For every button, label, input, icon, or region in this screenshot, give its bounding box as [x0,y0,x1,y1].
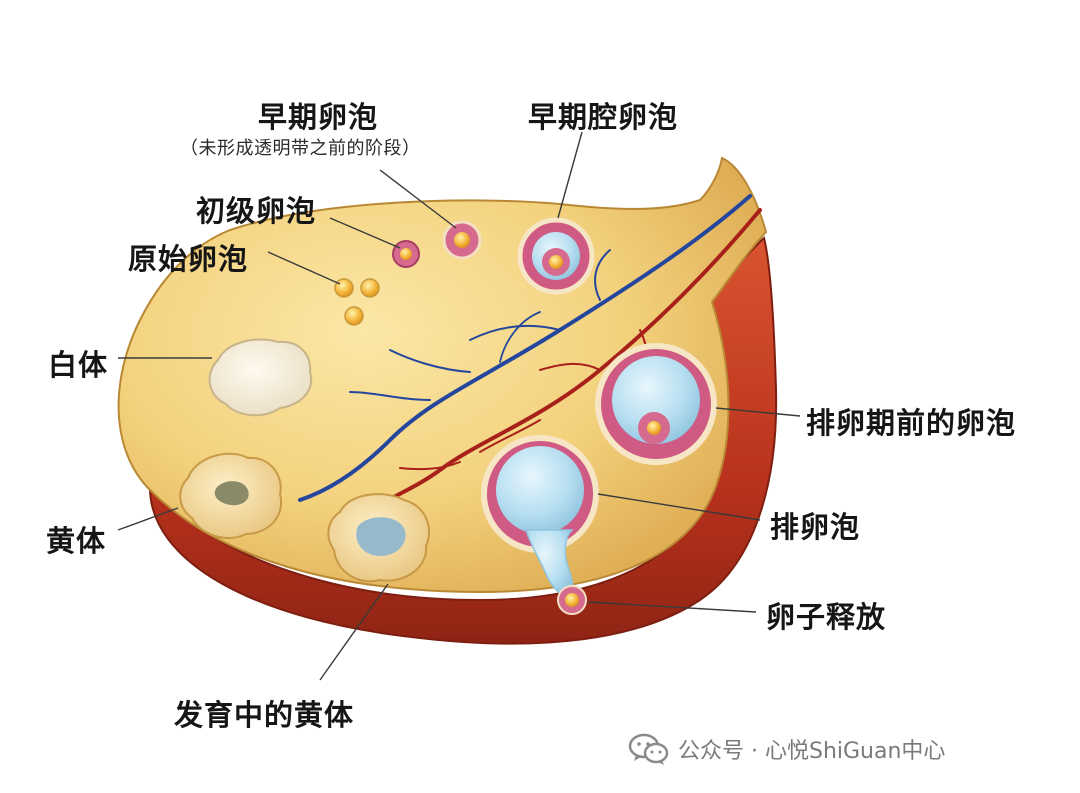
early-follicle [442,220,482,260]
released-egg [557,585,587,615]
label-corpus-luteum: 黄体 [46,524,107,558]
label-corpus-albicans: 白体 [48,348,109,382]
early-antral-follicle [517,217,595,295]
developing-corpus-luteum-shape [327,493,430,583]
corpus-luteum-shape [179,452,283,539]
leader-lines [117,131,801,681]
ovary-outer-tissue [148,236,778,645]
ovulating-follicle [481,435,599,599]
label-egg-release: 卵子释放 [766,600,887,634]
label-early-follicle: 早期卵泡 [258,100,379,134]
label-developing-corpus-luteum: 发育中的黄体 [174,698,355,732]
blood-vessels [298,194,762,522]
label-primordial-follicle: 原始卵泡 [128,242,249,276]
label-early-antral-follicle: 早期腔卵泡 [528,100,679,134]
wechat-icon [628,733,669,765]
label-preovulatory-follicle: 排卵期前的卵泡 [806,406,1017,440]
label-primary-follicle: 初级卵泡 [196,194,317,228]
watermark: 公众号 · 心悦ShiGuan中心 [628,729,945,769]
corpus-albicans-shape [208,338,313,417]
primary-follicle [392,240,420,268]
preovulatory-follicle [595,343,717,465]
label-early-follicle-note: （未形成透明带之前的阶段） [180,138,421,159]
label-ovulating-follicle: 排卵泡 [770,510,861,544]
watermark-text: 公众号 · 心悦ShiGuan中心 [678,739,946,764]
primordial-follicles [334,278,380,326]
